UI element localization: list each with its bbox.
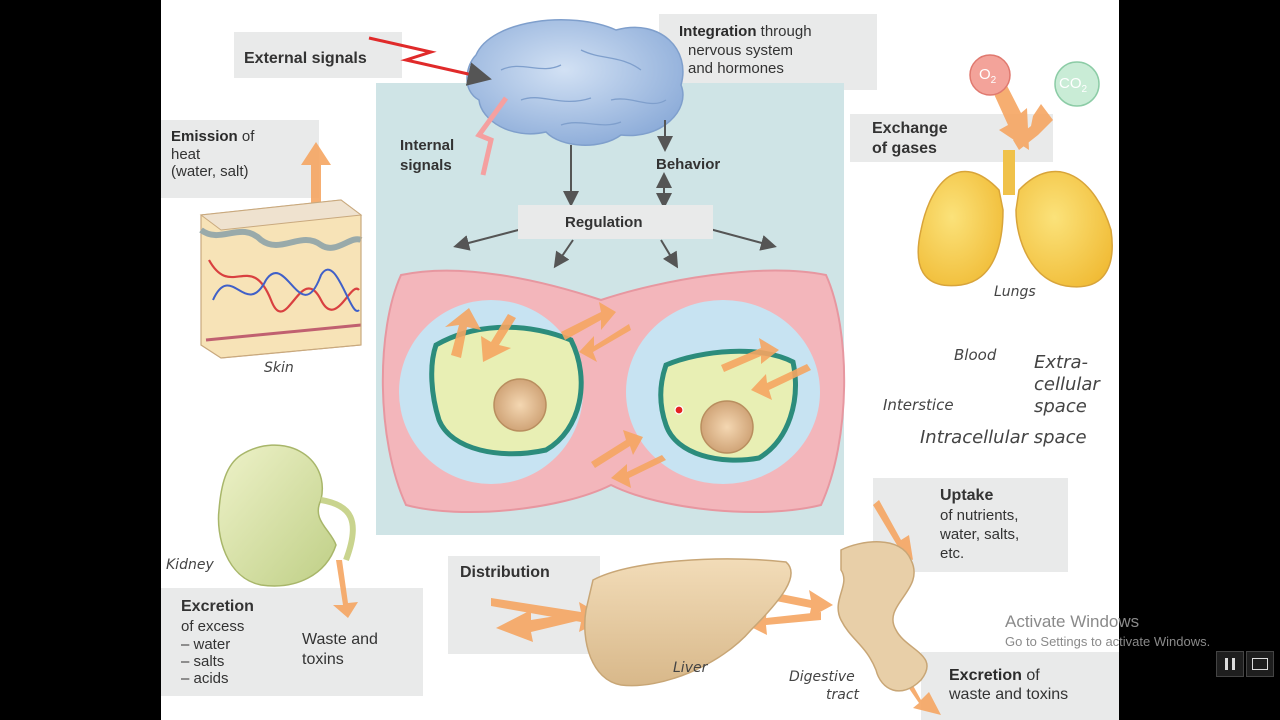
excretion-box [161, 588, 423, 696]
lungs-illustration [917, 54, 1113, 288]
integration-line3: and hormones [688, 60, 784, 77]
pause-button[interactable] [1216, 651, 1244, 677]
waste-label-2: toxins [302, 651, 344, 668]
co2-sub: 2 [1081, 84, 1088, 95]
o2-sub: 2 [990, 75, 997, 86]
brain-illustration [466, 19, 684, 146]
screen-icon [1252, 658, 1268, 670]
blood-label: Blood [954, 346, 997, 364]
co2-label: CO2 [1059, 75, 1087, 98]
exchange-label-2: of gases [872, 140, 937, 157]
uptake-line2: water, salts, [940, 526, 1020, 543]
extracellular-label-1: Extra- [1034, 352, 1089, 373]
digestive-label-2: tract [826, 687, 860, 703]
digestive-label-1: Digestive [789, 669, 855, 685]
distribution-label: Distribution [460, 564, 550, 581]
digestive-tract-illustration [837, 541, 928, 692]
excretion-title: Excretion [181, 598, 254, 615]
liver-label: Liver [673, 660, 708, 676]
external-signal-arrow [368, 36, 492, 86]
excretion-line4: – acids [181, 670, 229, 687]
diagram-canvas: External signals Integration through ner… [161, 0, 1119, 720]
integration-rest: through [756, 23, 812, 40]
o2-label: O2 [979, 66, 996, 89]
uptake-title: Uptake [940, 487, 994, 504]
o2-text: O [979, 66, 991, 83]
excretion-line1: of excess [181, 618, 245, 635]
emission-box [161, 120, 319, 198]
regulation-label: Regulation [565, 214, 643, 231]
excretion2-rest: of [1021, 667, 1040, 684]
excretion2-label: Excretion of [949, 667, 1040, 684]
activation-watermark-title: Activate Windows [1005, 612, 1140, 631]
uptake-line1: of nutrients, [940, 507, 1019, 524]
skin-label: Skin [264, 360, 294, 376]
integration-bold: Integration [679, 23, 757, 40]
diagram-artwork [199, 19, 1113, 715]
excretion2-line2: waste and toxins [949, 686, 1069, 703]
skin-illustration [199, 199, 363, 359]
excretion2-bold: Excretion [949, 667, 1022, 684]
intracellular-label: Intracellular space [920, 427, 1087, 448]
lungs-label: Lungs [994, 284, 1036, 300]
exchange-label: Exchange [872, 120, 948, 137]
integration-label: Integration through [679, 23, 812, 40]
kidney-illustration [217, 444, 356, 587]
internal-signals-label: Internal [400, 137, 455, 154]
waste-label-1: Waste and [302, 631, 378, 648]
co2-text: CO [1059, 75, 1082, 92]
liver-illustration [584, 558, 792, 687]
emission-rest: of [237, 128, 255, 145]
pause-icon-bar [1232, 658, 1235, 670]
screen-button[interactable] [1246, 651, 1274, 677]
extracellular-label-3: space [1034, 396, 1087, 417]
excretion-line3: – salts [181, 653, 225, 670]
uptake-line3: etc. [940, 545, 965, 562]
extracellular-label-2: cellular [1034, 374, 1100, 395]
kidney-label: Kidney [166, 557, 214, 573]
excretion2-box [921, 652, 1119, 720]
integration-line2: nervous system [688, 42, 794, 59]
behavior-label: Behavior [656, 156, 721, 173]
emission-line3: (water, salt) [171, 163, 249, 180]
internal-signal-arrow [475, 96, 509, 176]
external-signals-label: External signals [244, 50, 367, 67]
emission-bold: Emission [171, 128, 238, 145]
emission-label: Emission of [171, 128, 254, 145]
activation-watermark-subtitle: Go to Settings to activate Windows. [1005, 634, 1211, 649]
integration-box [659, 14, 877, 90]
excretion-line2: – water [181, 636, 231, 653]
internal-signals-label-2: signals [400, 157, 452, 174]
interstice-label: Interstice [883, 396, 954, 414]
pause-icon [1225, 658, 1228, 670]
emission-line2: heat [171, 146, 201, 163]
